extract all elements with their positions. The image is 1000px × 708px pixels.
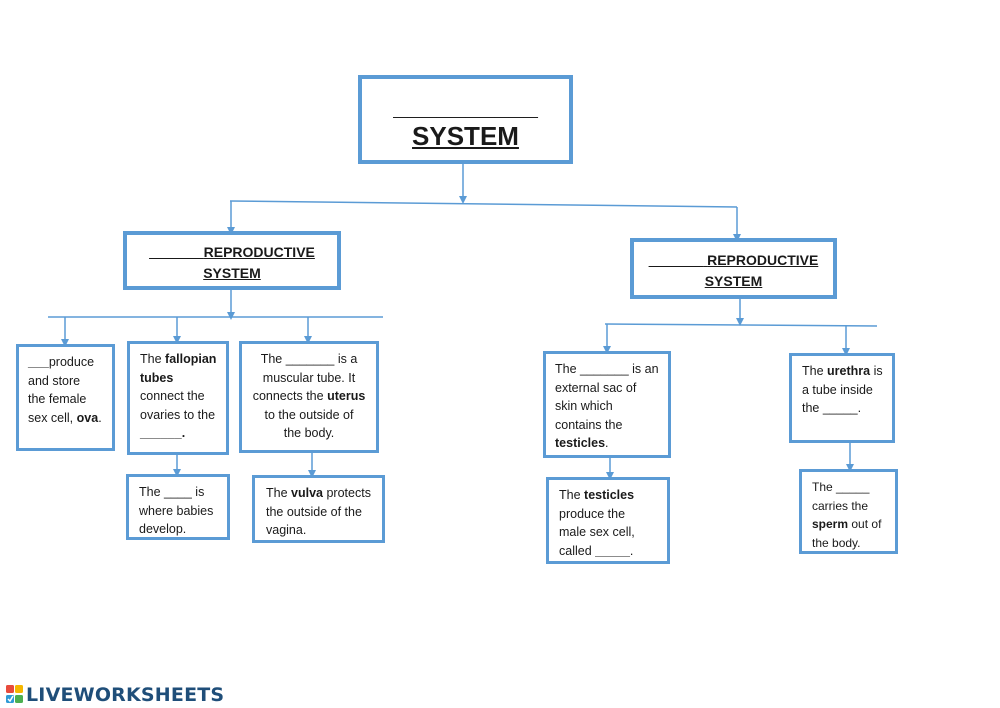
ovaries-blank[interactable]: ___ [28,355,49,369]
testicles-term: testicles [555,436,606,450]
scrotum-blank-text[interactable]: The _______ is an [555,362,659,376]
male-heading-line1: _______ REPRODUCTIVE [634,250,833,271]
male-branch-line [604,323,878,327]
uterus-text: where babies [139,503,214,518]
root-title: SYSTEM [412,121,519,151]
scrotum-text: skin which [555,399,613,413]
sperm-term: sperm [812,517,849,531]
testicles-box: The testicles produce the male sex cell,… [546,477,670,564]
urethra-text: The [802,364,824,378]
testicles-text: . [629,543,634,558]
scrotum-text: . [605,436,609,450]
vagina-box: The _______ is a muscular tube. It conne… [239,341,379,453]
urethra-box: The urethra is a tube inside the _____. [789,353,895,443]
fallopian-text: The [140,352,162,366]
root-blank[interactable]: __________ [393,91,538,121]
urethra-text: a tube inside [802,382,873,397]
male-heading-word2: SYSTEM [704,273,763,289]
penis-text: the body. [812,535,861,550]
root-system-box: __________ SYSTEM [358,75,573,164]
vagina-text: the body. [283,426,335,440]
liveworksheets-logo-icon [6,685,23,703]
penis-text: out of [851,517,882,531]
male-heading-blank[interactable]: _______ [648,252,704,268]
urethra-text: is [873,364,883,378]
urethra-blank-text[interactable]: the _____. [802,401,862,415]
vulva-text: protects [326,486,371,500]
ova-term: ova [76,410,99,425]
fallopian-text: connect the [140,389,205,403]
ovaries-text: produce [48,355,95,369]
scrotum-box: The _______ is an external sac of skin w… [543,351,671,458]
uterus-term: uterus [327,389,366,403]
female-heading-word1: REPRODUCTIVE [203,244,315,260]
vulva-box: The vulva protects the outside of the va… [252,475,385,543]
testicles-text: called [559,543,592,558]
vulva-text: the outside of the [266,504,362,519]
female-heading-blank[interactable]: _______ [149,244,204,260]
testicles-text: produce the [559,506,626,521]
ovaries-box: ___produce and store the female sex cell… [16,344,115,451]
liveworksheets-brand: LIVEWORKSHEETS [26,684,225,706]
vulva-text: vagina. [266,523,307,537]
ovaries-text: sex cell, [28,410,74,425]
penis-text: carries the [812,498,869,513]
fallopian-blank[interactable]: ______. [140,426,186,440]
liveworksheets-logo: LIVEWORKSHEETS [6,682,224,708]
scrotum-text: external sac of [555,380,637,395]
top-branch-line [229,200,738,208]
female-heading-word2: SYSTEM [203,265,261,281]
uterus-text: develop. [139,522,187,536]
vulva-text: The [266,486,288,500]
vagina-text: to the outside of [264,407,354,422]
penis-box: The _____ carries the sperm out of the b… [799,469,898,554]
ovaries-text: and store [28,373,81,388]
uterus-blank-text[interactable]: The ____ is [139,485,205,499]
male-heading-box: _______ REPRODUCTIVE SYSTEM [630,238,837,299]
vagina-blank-text[interactable]: The _______ is a [260,352,358,366]
scrotum-text: contains the [555,417,623,432]
vagina-text: muscular tube. It [262,370,356,385]
female-heading-line1: _______REPRODUCTIVE [127,242,337,263]
fallopian-term: fallopian [165,352,217,366]
female-heading-box: _______REPRODUCTIVE SYSTEM [123,231,341,290]
testicles-text: male sex cell, [559,525,635,539]
vagina-text: connects the [252,389,324,403]
urethra-term: urethra [827,364,871,378]
fallopian-term: tubes [140,370,174,385]
testicles-text: The [559,488,581,502]
uterus-box: The ____ is where babies develop. [126,474,230,540]
vulva-term: vulva [291,486,323,500]
penis-blank-text[interactable]: The _____ [812,480,870,494]
fallopian-text: ovaries to the [140,407,216,422]
male-heading-word1: REPRODUCTIVE [707,252,819,268]
ovaries-text: . [98,410,102,425]
fallopian-tubes-box: The fallopian tubes connect the ovaries … [127,341,229,455]
ovaries-text: the female [28,392,87,406]
testicles-term: testicles [584,488,635,502]
sperm-blank[interactable]: _____ [595,543,630,558]
